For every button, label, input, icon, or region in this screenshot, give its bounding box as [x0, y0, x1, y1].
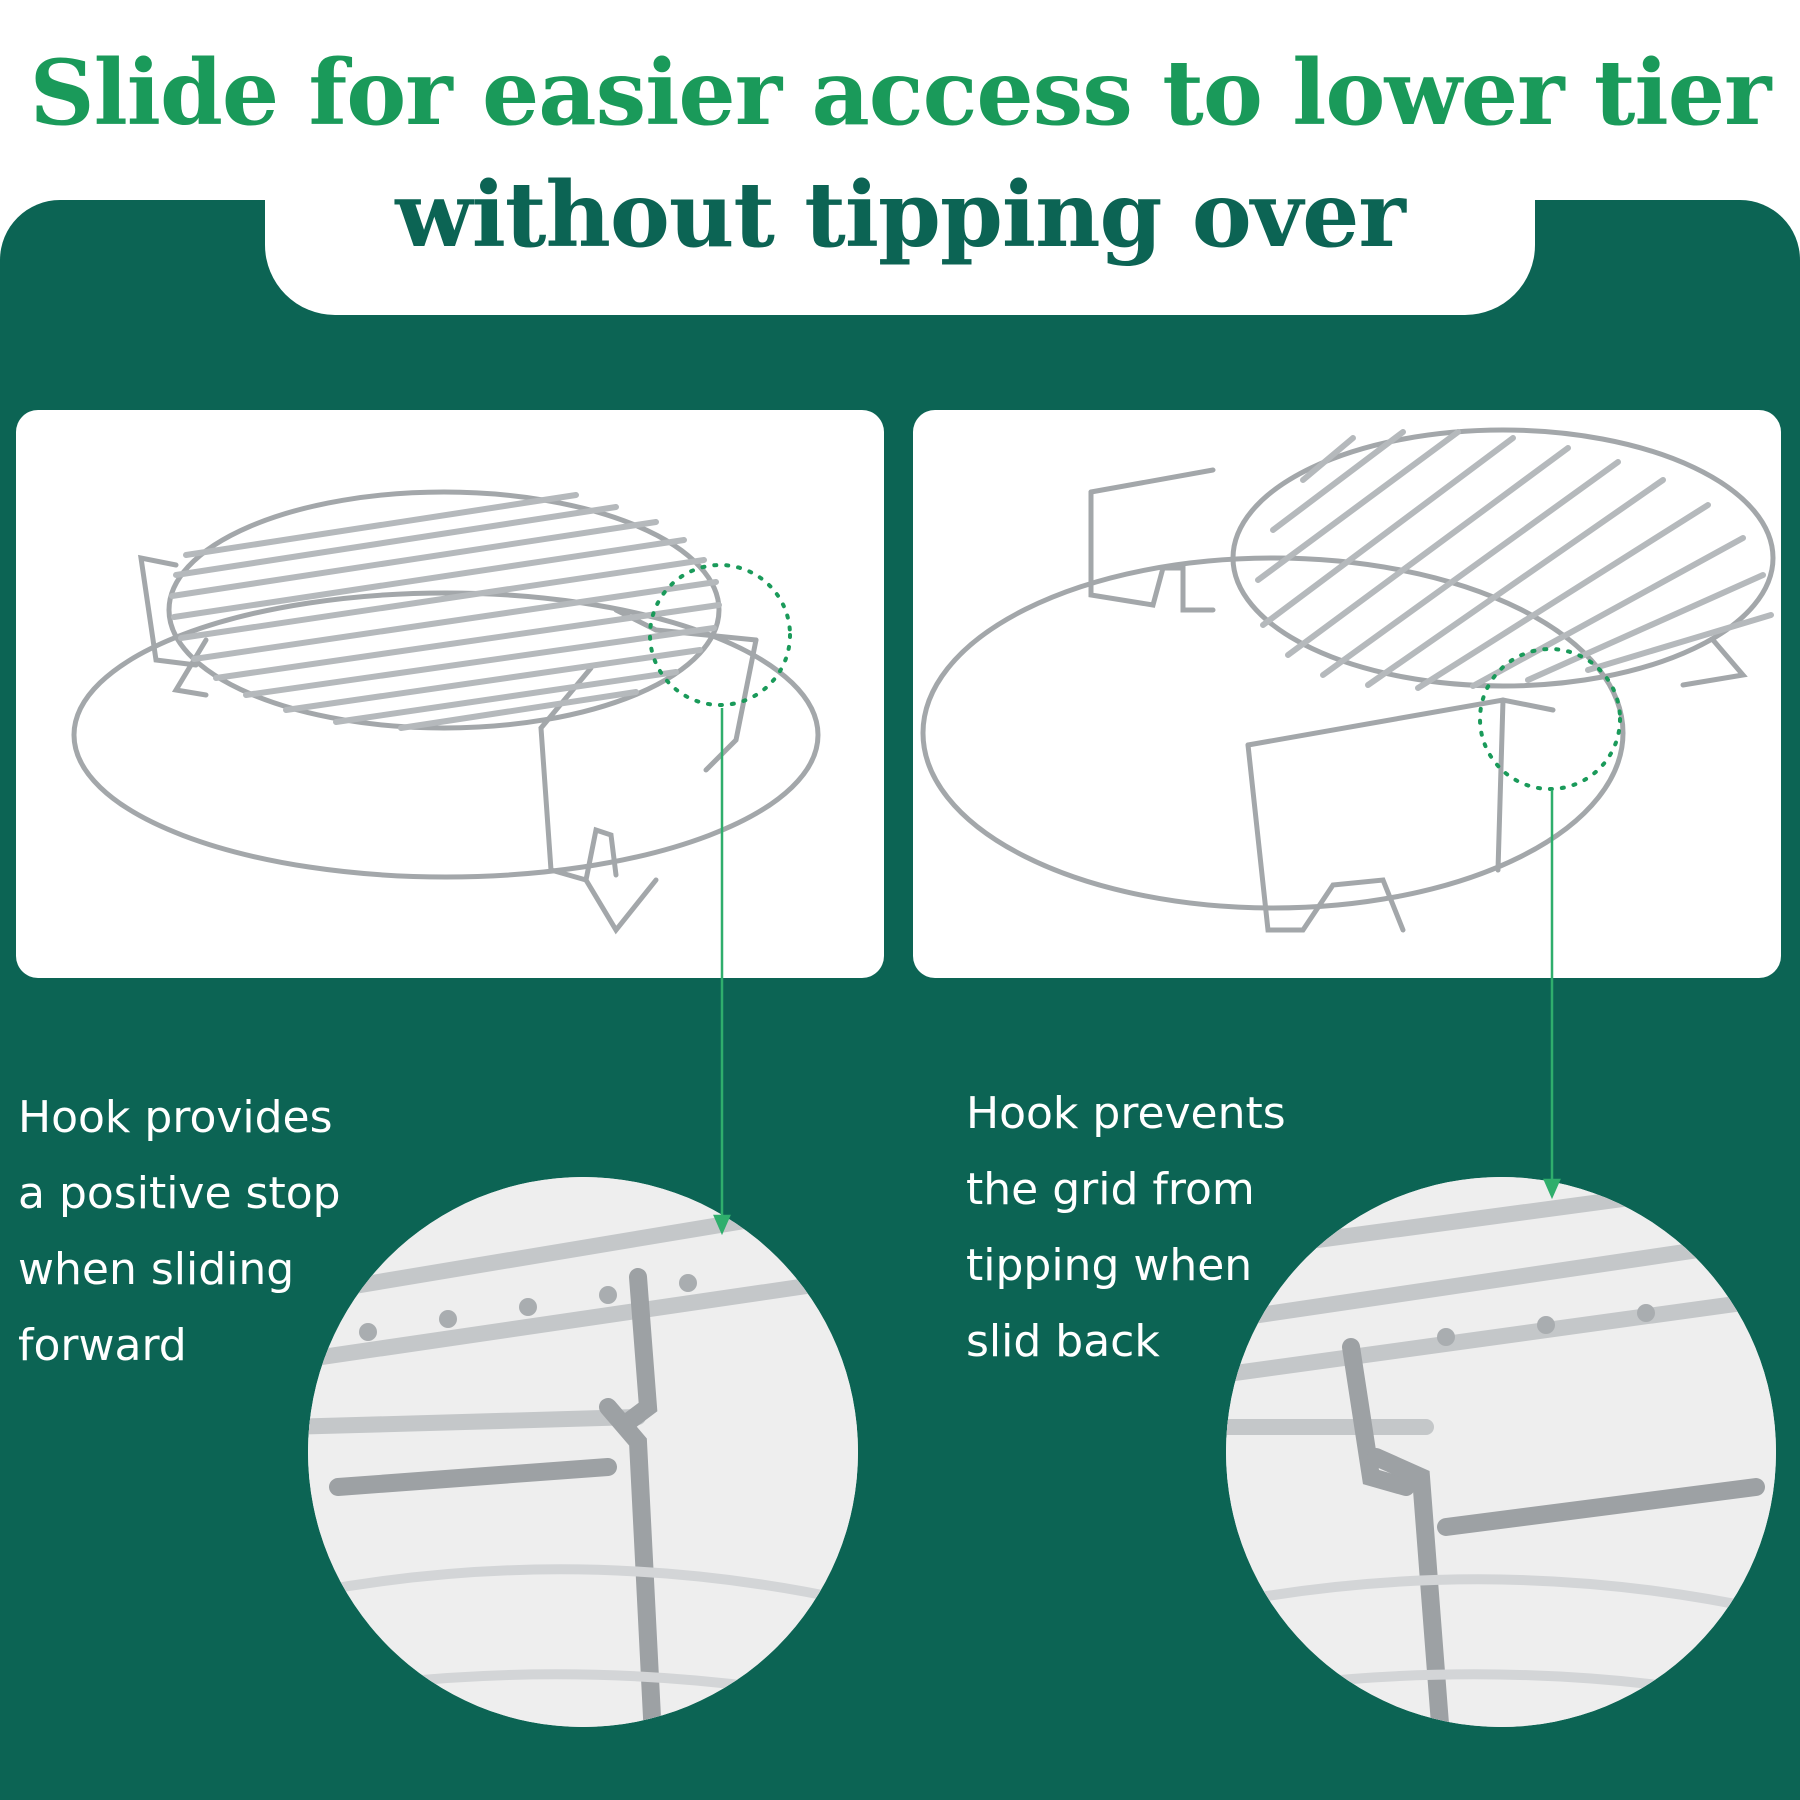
hook-detail-zoom-right [1226, 1177, 1776, 1727]
caption-prevents-tipping: Hook prevents the grid from tipping when… [966, 1076, 1326, 1380]
front-leg [1245, 742, 1406, 933]
grill-rack-forward-illustration [71, 489, 821, 935]
grid-bars [1255, 429, 1774, 691]
hook-closeup-illustration [1226, 1177, 1776, 1727]
lower-ring [920, 555, 1626, 911]
caption-line: a positive stop [18, 1168, 341, 1219]
title-tab [265, 150, 1535, 315]
caption-line: slid back [966, 1316, 1160, 1367]
right-stub [1680, 637, 1748, 688]
caption-line: forward [18, 1320, 187, 1371]
headline-line-2: without tipping over [395, 162, 1406, 268]
caption-line: Hook provides [18, 1092, 333, 1143]
left-leg [138, 554, 199, 668]
back-left-leg [1088, 489, 1216, 613]
hook-wire [1342, 1338, 1765, 1727]
caption-line: tipping when [966, 1240, 1253, 1291]
product-photo-slid-forward [16, 410, 884, 978]
caption-line: Hook prevents [966, 1088, 1286, 1139]
product-photo-slid-back [913, 410, 1781, 978]
headline-line-1: Slide for easier access to lower tier [29, 40, 1772, 146]
lower-ring [71, 590, 821, 880]
caption-positive-stop: Hook provides a positive stop when slidi… [18, 1080, 398, 1384]
caption-line: the grid from [966, 1164, 1255, 1215]
grid-bars [169, 492, 722, 731]
hook-detail-zoom-left [308, 1177, 858, 1727]
hook-closeup-illustration [308, 1177, 858, 1727]
grill-rack-back-illustration [920, 427, 1776, 933]
hook-wire [329, 1268, 662, 1727]
right-leg [703, 637, 759, 773]
caption-line: when sliding [18, 1244, 295, 1295]
